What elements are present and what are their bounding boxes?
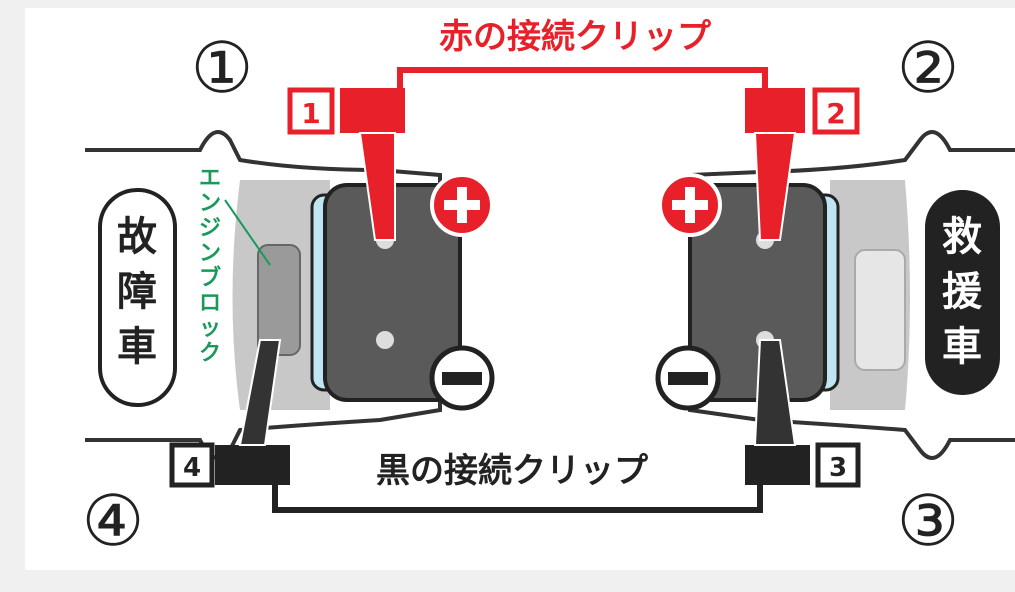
clip-number-2: 2 [826, 97, 845, 130]
clip-number-3: 3 [829, 453, 847, 483]
disabled-car-char: 故 [117, 214, 157, 260]
rescue-car-char: 車 [942, 324, 982, 370]
red-clip-1 [340, 88, 405, 133]
engine-block-char: ロ [199, 291, 221, 316]
plus-icon [430, 173, 494, 237]
engine-block-char: ジ [199, 216, 221, 241]
disabled-car-label-box [98, 188, 177, 407]
engine-block-char: エ [199, 166, 221, 191]
clip-number-1: 1 [301, 97, 320, 130]
rescue-car-label-box [925, 190, 1000, 395]
negative-terminal [376, 331, 394, 349]
minus-icon [655, 345, 721, 411]
black-clip-label: 黒の接続クリップ [376, 451, 648, 491]
clip-number-4: 4 [183, 453, 201, 483]
engine-block-char: ブ [199, 265, 221, 291]
rescue-car-char: 救 [942, 214, 982, 260]
black-clip-4 [215, 445, 290, 485]
engine-block-char: ク [199, 341, 221, 366]
step-2: ② [897, 27, 960, 109]
red-clip-2 [745, 88, 805, 133]
red-clip-label: 赤の接続クリップ [439, 17, 711, 57]
plus-icon [658, 173, 722, 237]
step-1: ① [191, 27, 254, 109]
disabled-car-char: 車 [117, 324, 157, 370]
minus-icon [429, 345, 495, 411]
engine-block-label: エ ン ジ ン ブ ロ ッ ク [199, 166, 271, 366]
engine-block-char: ン [199, 241, 221, 266]
engine-block-char: ッ [199, 316, 221, 341]
step-3: ③ [897, 480, 960, 562]
engine-block-char: ン [199, 191, 221, 216]
step-4: ④ [82, 480, 145, 562]
disabled-car-char: 障 [117, 269, 157, 315]
red-cable: 1 2 赤の接続クリップ [287, 17, 860, 241]
black-cable: 4 3 黒の接続クリップ [169, 339, 861, 513]
rescue-car-char: 援 [942, 269, 983, 315]
black-clip-3 [745, 445, 810, 485]
